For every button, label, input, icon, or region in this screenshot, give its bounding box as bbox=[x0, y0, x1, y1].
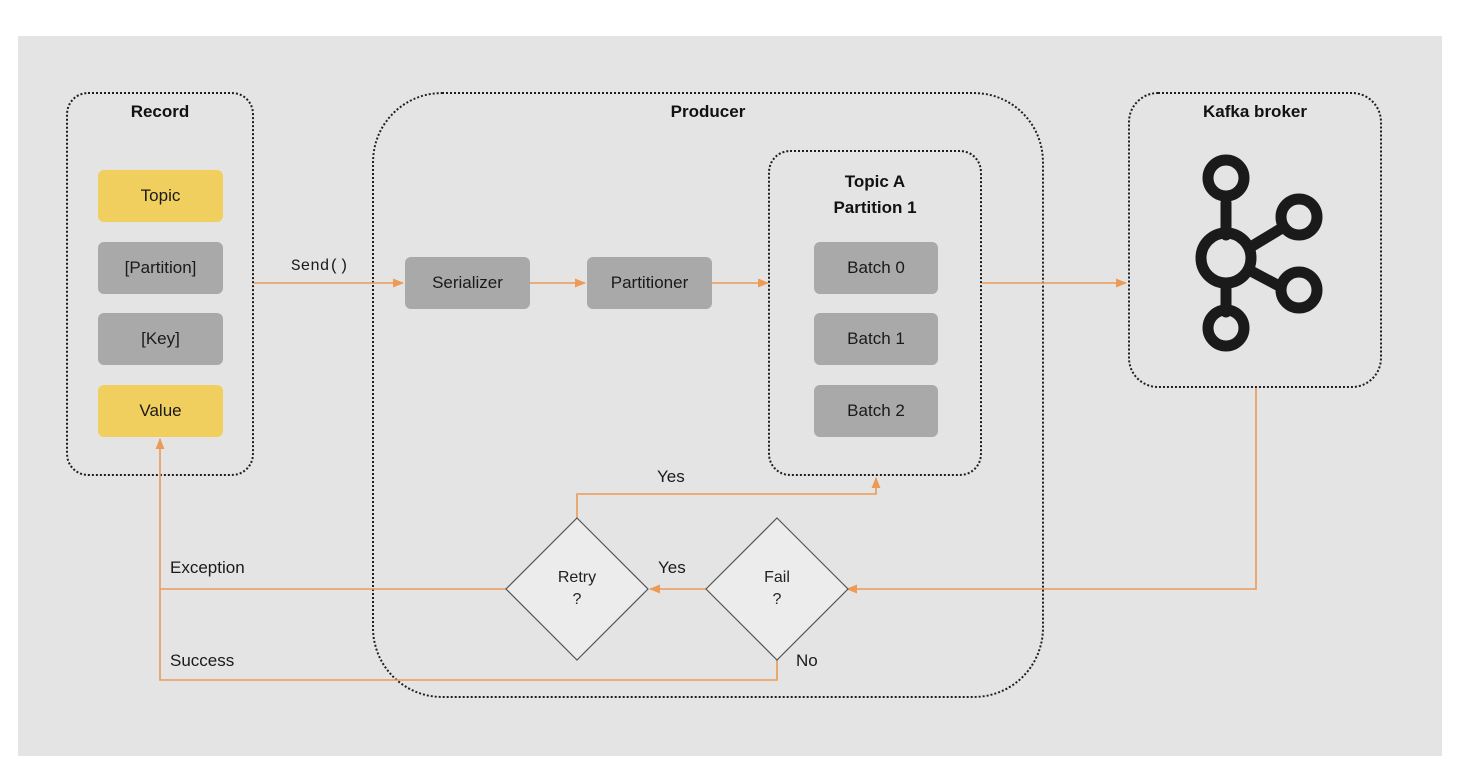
send-label: Send() bbox=[291, 257, 349, 275]
kafka-broker-container bbox=[1128, 92, 1382, 388]
topic-partition-title-line1: Topic A bbox=[844, 172, 906, 191]
success-label: Success bbox=[170, 651, 235, 670]
retry-yes-label: Yes bbox=[657, 467, 685, 486]
broker-to-fail-arrow bbox=[845, 388, 1257, 594]
record-field-value: Value bbox=[98, 385, 223, 437]
retry-diamond bbox=[505, 517, 649, 661]
fail-label-line2: ? bbox=[772, 591, 782, 608]
fail-no-label: No bbox=[796, 651, 818, 670]
serializer-node: Serializer bbox=[405, 257, 530, 309]
producer-title: Producer bbox=[670, 102, 746, 121]
topic-partition-title-line2: Partition 1 bbox=[833, 198, 917, 217]
kafka-broker-title: Kafka broker bbox=[1203, 102, 1307, 121]
record-field-partition: [Partition] bbox=[98, 242, 223, 294]
fail-yes-label: Yes bbox=[658, 558, 686, 577]
batch-2: Batch 2 bbox=[814, 385, 938, 437]
record-field-key: [Key] bbox=[98, 313, 223, 365]
retry-label-line2: ? bbox=[572, 591, 582, 608]
topic-partition-container bbox=[768, 150, 982, 476]
batch-1: Batch 1 bbox=[814, 313, 938, 365]
producer-container bbox=[372, 92, 1044, 698]
success-return-line bbox=[159, 589, 778, 681]
fail-diamond bbox=[705, 517, 849, 661]
record-title: Record bbox=[130, 102, 190, 121]
retry-label-line1: Retry bbox=[557, 569, 597, 586]
record-field-topic: Topic bbox=[98, 170, 223, 222]
fail-label: Fail ? bbox=[737, 567, 817, 611]
exception-label: Exception bbox=[170, 558, 245, 577]
partitioner-node: Partitioner bbox=[587, 257, 712, 309]
diagram-canvas bbox=[18, 36, 1442, 756]
fail-label-line1: Fail bbox=[764, 569, 790, 586]
retry-yes-to-topic-arrow bbox=[576, 476, 881, 518]
batch-0: Batch 0 bbox=[814, 242, 938, 294]
kafka-logo-icon bbox=[1195, 154, 1323, 352]
retry-label: Retry ? bbox=[537, 567, 617, 611]
